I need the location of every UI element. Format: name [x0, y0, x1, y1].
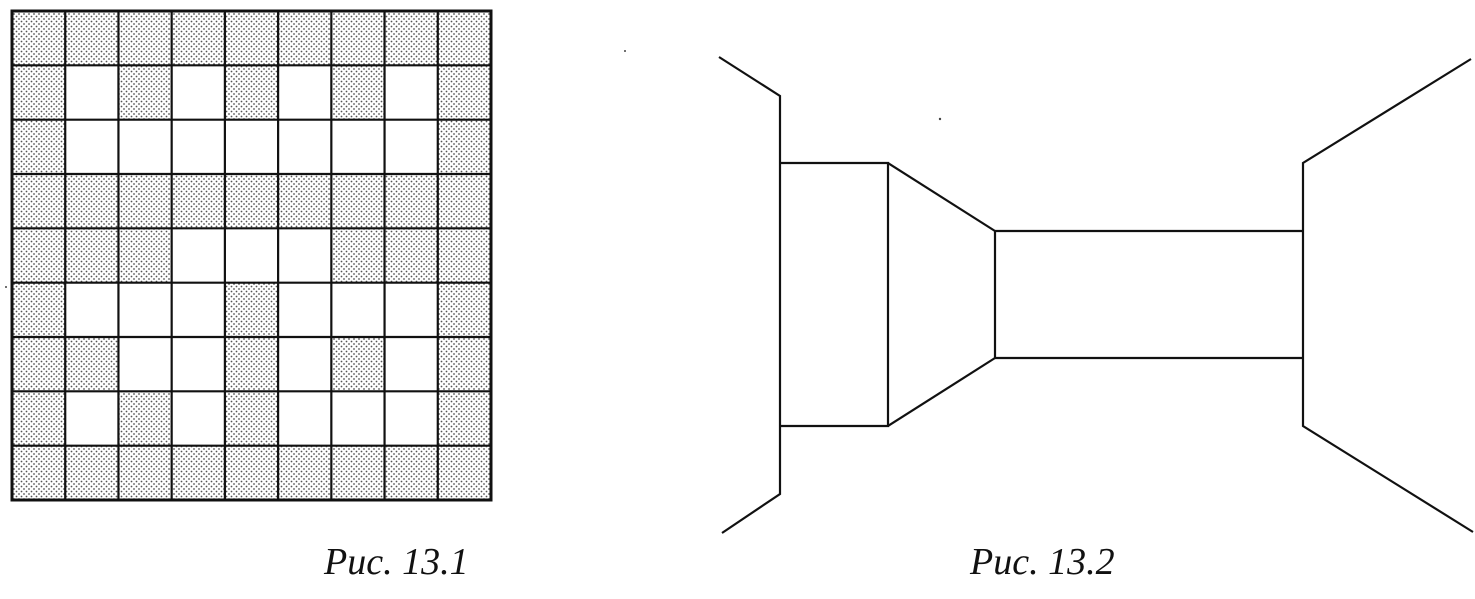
- shaded-grid-cell: [118, 174, 172, 229]
- empty-grid-cell: [331, 391, 385, 446]
- shaded-grid-cell: [12, 65, 66, 120]
- shaded-grid-cell: [437, 65, 491, 120]
- shaded-grid-cell: [12, 445, 66, 500]
- shaded-grid-cell: [331, 174, 385, 229]
- shaded-grid-cell: [12, 119, 66, 174]
- shaded-grid-cell: [331, 65, 385, 120]
- empty-grid-cell: [278, 282, 332, 337]
- shaded-grid-cell: [278, 11, 332, 66]
- shaded-grid-cell: [224, 282, 279, 337]
- shaded-grid-cell: [331, 337, 385, 392]
- shaded-grid-cell: [12, 337, 66, 392]
- shaded-grid-cell: [171, 11, 225, 66]
- shaded-grid-cell: [65, 445, 119, 500]
- empty-grid-cell: [118, 282, 172, 337]
- shaded-grid-cell: [12, 282, 66, 337]
- shaded-grid-cell: [437, 119, 491, 174]
- shaded-grid-cell: [118, 391, 172, 446]
- empty-grid-cell: [384, 391, 438, 446]
- shaded-grid-cell: [224, 391, 279, 446]
- figure-13-2-caption: Рис. 13.2: [970, 541, 1115, 583]
- grid-lines: [12, 11, 491, 500]
- empty-grid-cell: [224, 119, 279, 174]
- empty-grid-cell: [278, 119, 332, 174]
- empty-grid-cell: [331, 119, 385, 174]
- shaded-grid-cell: [384, 445, 438, 500]
- taper-bottom-edge: [887, 357, 996, 427]
- shaded-grid-cell: [171, 174, 225, 229]
- shaded-grid-cell: [437, 445, 491, 500]
- empty-grid-cell: [65, 391, 119, 446]
- taper-top-edge: [887, 162, 996, 232]
- left-wall-outline: [718, 56, 782, 534]
- grid-border: [10, 9, 493, 502]
- shaded-grid-cell: [384, 11, 438, 66]
- shaded-grid-cell: [278, 174, 332, 229]
- shaded-grid-cell: [331, 228, 385, 283]
- shaded-grid-cell: [171, 445, 225, 500]
- shaded-grid-cell: [12, 174, 66, 229]
- shaded-grid-cell: [118, 11, 172, 66]
- empty-grid-cell: [171, 119, 225, 174]
- empty-grid-cell: [384, 65, 438, 120]
- shaded-grid-cell: [224, 445, 279, 500]
- shaded-grid-cell: [331, 11, 385, 66]
- empty-grid-cell: [384, 282, 438, 337]
- shaded-grid-cell: [65, 174, 119, 229]
- empty-grid-cell: [65, 119, 119, 174]
- scan-specks: [5, 50, 942, 288]
- corridor-perspective-figure: [718, 56, 1474, 534]
- empty-grid-cell: [278, 228, 332, 283]
- empty-grid-cell: [118, 119, 172, 174]
- empty-grid-cell: [65, 282, 119, 337]
- shaded-grid-cell: [118, 65, 172, 120]
- empty-grid-cell: [331, 282, 385, 337]
- shaded-grid-cell: [118, 228, 172, 283]
- figure-13-1-caption: Рис. 13.1: [324, 541, 469, 583]
- shaded-grid-cell: [437, 174, 491, 229]
- empty-grid-cell: [384, 119, 438, 174]
- shaded-grid-cell: [437, 337, 491, 392]
- empty-grid-cell: [278, 391, 332, 446]
- empty-grid-cell: [278, 337, 332, 392]
- left-opening-frame: [780, 161, 890, 428]
- empty-grid-cell: [118, 337, 172, 392]
- shaded-grid-cell: [65, 11, 119, 66]
- empty-grid-cell: [278, 65, 332, 120]
- shaded-grid-cell: [224, 337, 279, 392]
- checkered-grid-figure: [10, 9, 493, 502]
- empty-grid-cell: [224, 228, 279, 283]
- shaded-grid-cell: [384, 228, 438, 283]
- shaded-grid-cell: [278, 445, 332, 500]
- shaded-grid-cell: [118, 445, 172, 500]
- grid-cells: [12, 11, 491, 500]
- shaded-grid-cell: [437, 11, 491, 66]
- shaded-grid-cell: [437, 391, 491, 446]
- shaded-grid-cell: [224, 174, 279, 229]
- empty-grid-cell: [171, 65, 225, 120]
- shaded-grid-cell: [65, 228, 119, 283]
- empty-grid-cell: [171, 228, 225, 283]
- shaded-grid-cell: [12, 11, 66, 66]
- empty-grid-cell: [384, 337, 438, 392]
- shaded-grid-cell: [437, 282, 491, 337]
- shaded-grid-cell: [12, 391, 66, 446]
- empty-grid-cell: [171, 282, 225, 337]
- empty-grid-cell: [171, 391, 225, 446]
- shaded-grid-cell: [12, 228, 66, 283]
- shaded-grid-cell: [224, 65, 279, 120]
- right-wall-outline: [1301, 58, 1474, 533]
- shaded-grid-cell: [65, 337, 119, 392]
- empty-grid-cell: [65, 65, 119, 120]
- shaded-grid-cell: [224, 11, 279, 66]
- shaded-grid-cell: [384, 174, 438, 229]
- empty-grid-cell: [171, 337, 225, 392]
- shaded-grid-cell: [437, 228, 491, 283]
- shaded-grid-cell: [331, 445, 385, 500]
